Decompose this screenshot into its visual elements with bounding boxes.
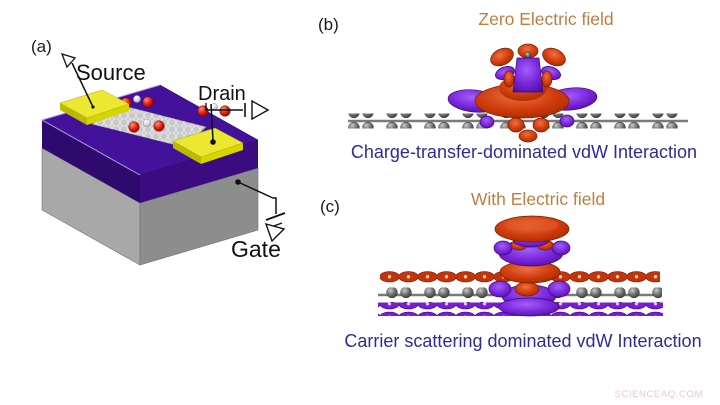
source-label: Source bbox=[76, 60, 146, 85]
gate-label: Gate bbox=[231, 236, 281, 262]
watermark-text: SCIENCEAQ.COM bbox=[614, 389, 703, 400]
panel-b-zero-field: (b) Zero Electric field Charg bbox=[318, 9, 697, 162]
oxide-front-face bbox=[42, 120, 140, 203]
substrate-right-face bbox=[139, 167, 259, 266]
panel-b-title: Zero Electric field bbox=[478, 9, 613, 29]
panel-c-with-field: (c) With Electric field Carrier scatteri… bbox=[320, 189, 702, 351]
source-annotation: Source bbox=[60, 52, 146, 109]
panel-a-label: (a) bbox=[31, 37, 52, 56]
charge-density-isosurface bbox=[447, 43, 598, 143]
drain-lead-line bbox=[205, 103, 243, 111]
gate-battery-icon bbox=[265, 212, 286, 221]
drain-annotation: Drain bbox=[198, 83, 270, 145]
source-electrode bbox=[59, 89, 130, 125]
co2-molecule bbox=[128, 118, 165, 133]
panel-a-device-schematic: (a) bbox=[31, 37, 286, 266]
gate-annotation: Gate bbox=[231, 179, 286, 262]
source-arrow-icon bbox=[60, 52, 77, 69]
drain-contact-dot bbox=[210, 139, 216, 145]
oxide-edge-highlight bbox=[40, 84, 161, 176]
gate-arrow-icon bbox=[264, 222, 286, 243]
drain-wire bbox=[210, 103, 214, 141]
source-lead-line bbox=[71, 62, 94, 108]
panel-c-label: (c) bbox=[320, 197, 340, 216]
panel-b-caption: Charge-transfer-dominated vdW Interactio… bbox=[351, 142, 697, 162]
charge-density-isosurface bbox=[488, 215, 571, 317]
oxide-right-face bbox=[140, 140, 258, 203]
panel-c-caption: Carrier scattering dominated vdW Interac… bbox=[344, 331, 701, 351]
panel-c-title: With Electric field bbox=[471, 189, 605, 209]
adsorbate-atom bbox=[524, 51, 532, 59]
graphene-hex-pattern bbox=[92, 106, 206, 147]
gate-wire bbox=[237, 181, 277, 214]
drain-label: Drain bbox=[198, 83, 246, 105]
drain-arrow-icon bbox=[251, 99, 270, 121]
panel-b-label: (b) bbox=[318, 15, 339, 34]
source-contact-dot bbox=[91, 105, 95, 109]
drain-electrode bbox=[172, 127, 244, 164]
